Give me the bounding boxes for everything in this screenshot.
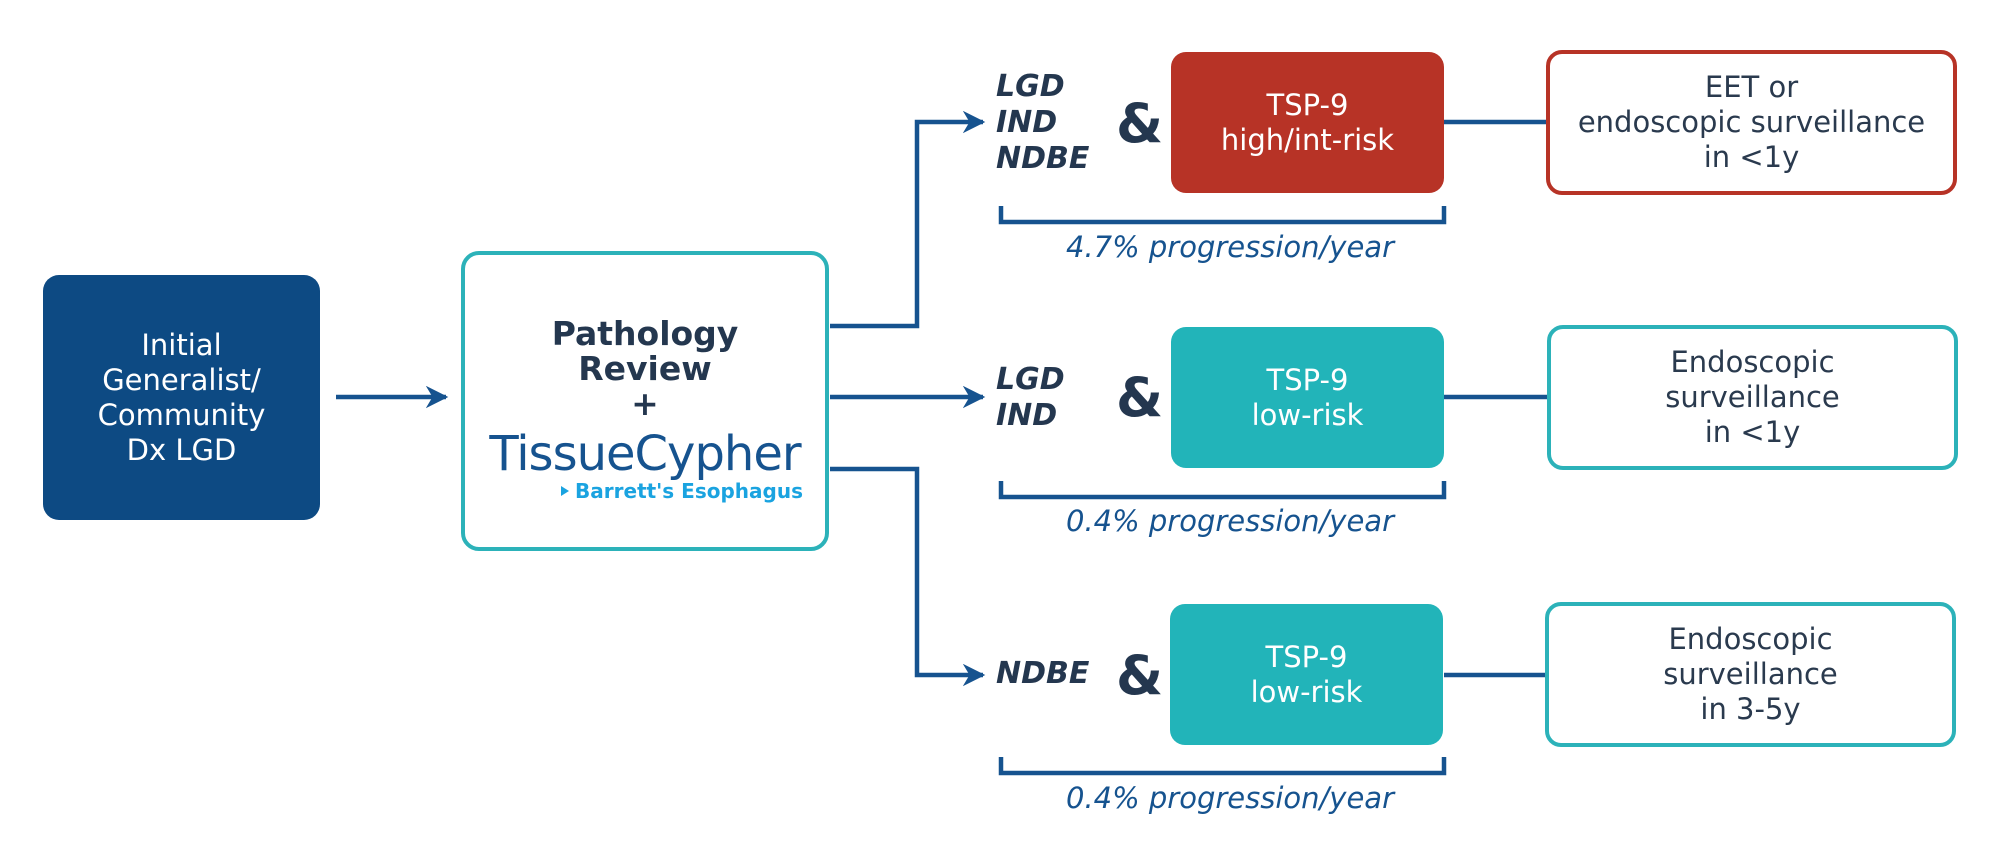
progression-rate-branch-2: 0.4% progression/year [1065, 504, 1394, 538]
outcome-box-branch-3: Endoscopic surveillance in 3-5y [1545, 602, 1956, 747]
outcome-line: Endoscopic [1670, 345, 1835, 379]
bracket-branch-2 [998, 481, 1447, 500]
outcome-box-branch-1: EET or endoscopic surveillance in <1y [1546, 50, 1957, 195]
start-box-line: Dx LGD [126, 432, 237, 467]
tsp-label: TSP-9 [1265, 639, 1348, 674]
play-triangle-icon [561, 485, 570, 496]
tissuecypher-logo: TissueCypher [489, 425, 801, 482]
review-plus-sign: + [631, 383, 659, 423]
outcome-line: endoscopic surveillance [1577, 105, 1926, 139]
tsp9-low-risk-box: TSP-9 low-risk [1170, 604, 1443, 745]
outcome-line: surveillance [1665, 380, 1840, 414]
bracket-branch-1 [998, 206, 1447, 225]
tsp9-low-risk-box: TSP-9 low-risk [1171, 327, 1444, 468]
outcome-line: Endoscopic [1668, 622, 1833, 656]
diagnosis-label-ndbe: NDBE [996, 141, 1090, 176]
ampersand-branch-1: & [1116, 92, 1164, 155]
diagnosis-label-ind: IND [996, 105, 1058, 140]
bracket-branch-3 [998, 757, 1447, 776]
brand-subtitle-text: Barrett's Esophagus [575, 478, 803, 503]
arrow-review-to-branch-3 [830, 466, 986, 687]
diagnosis-label-lgd: LGD [996, 362, 1065, 397]
arrow-review-to-branch-1 [830, 110, 986, 329]
start-box-line: Community [97, 397, 266, 432]
outcome-line: in <1y [1703, 140, 1800, 174]
diagnosis-label-lgd: LGD [996, 69, 1065, 104]
tsp-risk-level: high/int-risk [1220, 122, 1395, 157]
outcome-line: in 3-5y [1700, 692, 1801, 726]
diagnosis-label-ind: IND [996, 398, 1058, 433]
progression-rate-branch-1: 4.7% progression/year [1065, 230, 1394, 264]
tsp9-high-risk-box: TSP-9 high/int-risk [1171, 52, 1444, 193]
outcome-line: surveillance [1663, 657, 1838, 691]
ampersand-branch-2: & [1116, 366, 1164, 429]
pathology-review-box: Pathology Review + TissueCypher Barrett'… [461, 251, 829, 551]
tsp-risk-level: low-risk [1251, 397, 1364, 432]
review-title-line: Pathology [551, 313, 739, 353]
diagnosis-label-ndbe: NDBE [996, 656, 1090, 691]
outcome-box-branch-2: Endoscopic surveillance in <1y [1547, 325, 1958, 470]
tsp-label: TSP-9 [1266, 87, 1349, 122]
tsp-label: TSP-9 [1266, 362, 1349, 397]
progression-rate-branch-3: 0.4% progression/year [1065, 781, 1394, 815]
outcome-line: in <1y [1704, 415, 1801, 449]
ampersand-branch-3: & [1116, 644, 1164, 707]
start-box-line: Initial [141, 327, 222, 362]
review-title-line: Review [578, 348, 712, 388]
initial-diagnosis-box: Initial Generalist/ Community Dx LGD [43, 275, 320, 520]
brand-subtitle: Barrett's Esophagus [561, 479, 803, 503]
tsp-risk-level: low-risk [1250, 674, 1363, 709]
start-box-line: Generalist/ [102, 362, 261, 397]
outcome-line: EET or [1704, 70, 1799, 104]
